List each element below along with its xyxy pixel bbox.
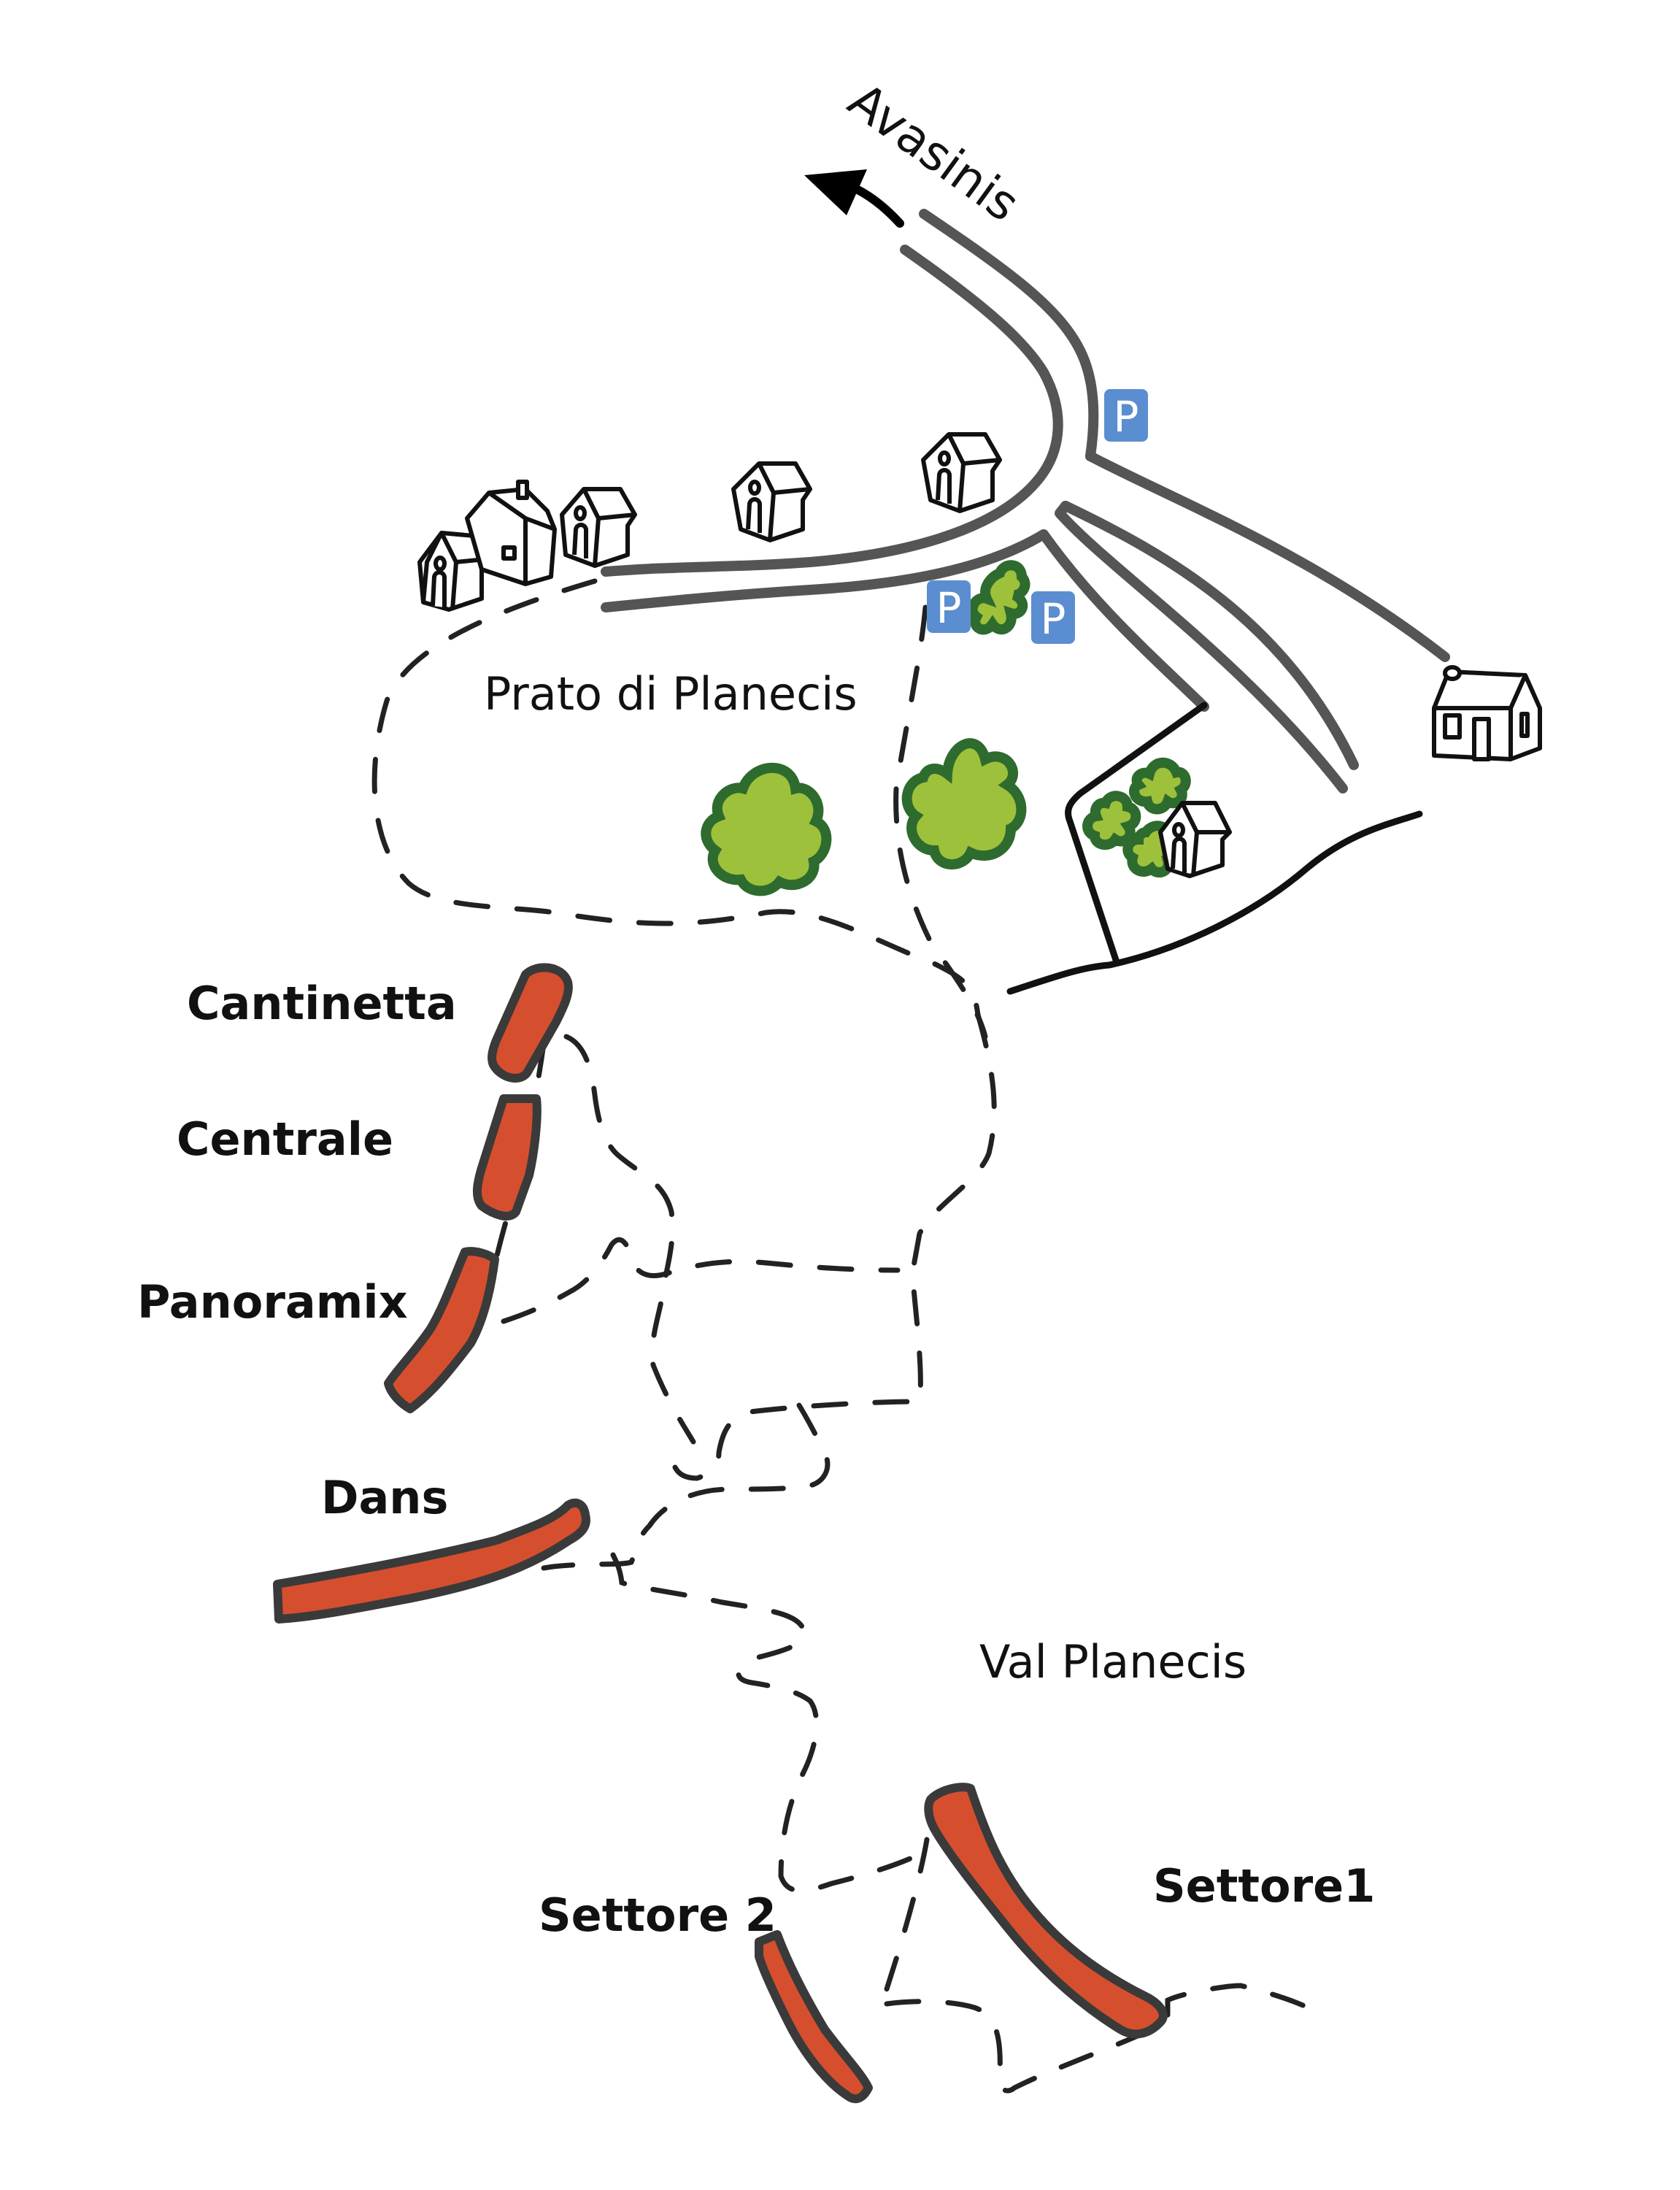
sector-label-dans[interactable]: Dans xyxy=(321,1471,448,1524)
road-south-right xyxy=(1055,501,1348,794)
place-label-val-planecis: Val Planecis xyxy=(979,1635,1246,1688)
house-icon xyxy=(921,432,1002,513)
road-south-left xyxy=(1039,529,1209,712)
slope-line xyxy=(1006,810,1423,995)
house-icon xyxy=(465,480,557,586)
sector-label-centrale[interactable]: Centrale xyxy=(177,1113,393,1166)
tree-icon xyxy=(901,738,1027,870)
parking-label: P xyxy=(936,583,962,633)
trail-meadow-east xyxy=(893,604,988,1040)
bush-icon xyxy=(1082,791,1141,850)
trees xyxy=(701,560,1191,896)
arrow-shaft xyxy=(846,182,904,228)
parking-icon xyxy=(1031,591,1075,644)
road-east-lower xyxy=(1060,501,1359,770)
road-east-upper xyxy=(1085,451,1450,662)
trail-settore-link xyxy=(880,1837,930,2003)
fenced-area-outline xyxy=(1065,702,1208,966)
parking-sign-north: P xyxy=(1104,389,1148,442)
place-label-prato-di-planecis: Prato di Planecis xyxy=(484,667,858,721)
trail-meadow-loop xyxy=(371,578,981,1018)
sector-label-settore2[interactable]: Settore 2 xyxy=(539,1889,777,1942)
road-village-lower xyxy=(601,529,1049,612)
climbing-sectors xyxy=(273,963,1168,2103)
sector-centrale[interactable] xyxy=(473,1094,542,1221)
house-icon xyxy=(560,487,637,568)
road-main-outer xyxy=(919,209,1099,461)
trail-centrale-branch xyxy=(563,1034,696,1445)
parking-label: P xyxy=(1041,594,1066,644)
direction-arrow xyxy=(804,169,904,228)
terrain-boundary xyxy=(1006,702,1423,995)
sector-label-panoramix[interactable]: Panoramix xyxy=(137,1275,408,1329)
trail-panoramix-link xyxy=(501,1237,901,1324)
parking-sign-west: P xyxy=(927,580,971,633)
trail-main-descent xyxy=(672,1012,997,1481)
parking-label: P xyxy=(1114,392,1139,442)
bush-icon xyxy=(1129,757,1191,815)
direction-label-avasinis: Avasinis xyxy=(839,72,1030,233)
sector-label-settore1[interactable]: Settore1 xyxy=(1153,1859,1375,1913)
road-main-inner xyxy=(601,245,1063,577)
house-icon xyxy=(1432,665,1542,761)
sector-settore2[interactable] xyxy=(755,1930,873,2103)
sector-label-cantinetta[interactable]: Cantinetta xyxy=(187,977,457,1030)
houses xyxy=(417,432,1542,878)
parking-sign-east: P xyxy=(1031,591,1075,644)
arrow-left-up-icon xyxy=(804,169,867,215)
sector-settore1[interactable] xyxy=(924,1783,1168,2039)
house-icon xyxy=(1158,801,1232,878)
trail-settore-base xyxy=(884,1983,1324,2094)
roads xyxy=(601,209,1450,794)
parking-icon xyxy=(1104,389,1148,442)
house-icon xyxy=(731,461,812,542)
tree-icon xyxy=(701,762,832,896)
trail-val-descent xyxy=(610,1552,922,1894)
parking-icon xyxy=(927,580,971,633)
sector-panoramix[interactable] xyxy=(384,1247,499,1413)
sector-dans[interactable] xyxy=(273,1498,590,1624)
bush-icon xyxy=(967,560,1030,635)
trail-dans-approach xyxy=(541,1402,831,1571)
sector-cantinetta[interactable] xyxy=(488,963,573,1083)
